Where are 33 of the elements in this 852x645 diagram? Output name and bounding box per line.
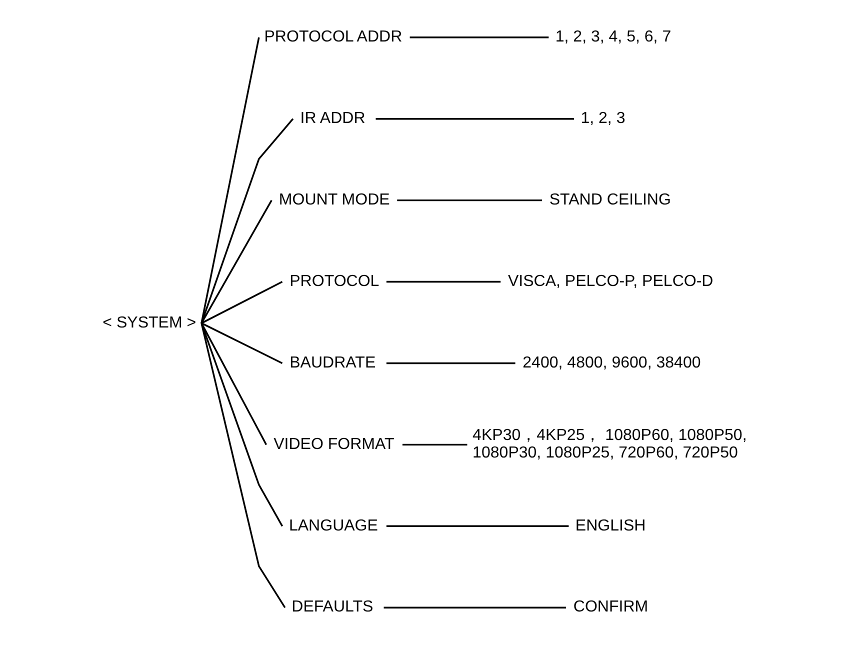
- node-text: ENGLISH: [574, 516, 646, 534]
- connector: [200, 37, 260, 324]
- node-text: LANGUAGE: [288, 516, 378, 534]
- node-text: IR ADDR: [300, 109, 365, 127]
- node-text: PROTOCOL: [289, 272, 379, 290]
- node-text: BAUDRATE: [289, 353, 376, 372]
- node-text: STAND CEILING: [548, 190, 670, 208]
- connector: [200, 118, 294, 324]
- connector: [200, 281, 282, 324]
- node-text: < SYSTEM >: [102, 313, 196, 332]
- node-text: DEFAULTS: [291, 598, 373, 616]
- node-text: 1, 2, 3, 4, 5, 6, 7: [554, 28, 671, 46]
- connector: [200, 200, 272, 324]
- connector: [396, 199, 542, 202]
- connector: [386, 362, 515, 364]
- node-text: CONFIRM: [572, 598, 648, 616]
- node-text: VIDEO FORMAT: [273, 434, 394, 453]
- node-text: MOUNT MODE: [278, 190, 390, 208]
- node-text: PROTOCOL ADDR: [264, 28, 402, 46]
- node-text: VISCA, PELCO-P, PELCO-D: [507, 272, 713, 290]
- connector: [409, 36, 548, 38]
- node-text: 1, 2, 3: [580, 109, 625, 127]
- node-text: 2400, 4800, 9600, 38400: [522, 353, 700, 372]
- connector: [386, 280, 500, 283]
- connector: [200, 322, 286, 608]
- connector: [402, 444, 467, 446]
- connector: [383, 606, 566, 608]
- connector: [200, 322, 283, 527]
- connector: [200, 322, 282, 364]
- node-text: 4KP30，4KP25， 1080P60, 1080P50, 1080P30, 1080P25, 720P60, 720P50: [472, 426, 746, 462]
- connector: [375, 118, 574, 120]
- connector: [386, 525, 568, 527]
- connector: [200, 322, 267, 446]
